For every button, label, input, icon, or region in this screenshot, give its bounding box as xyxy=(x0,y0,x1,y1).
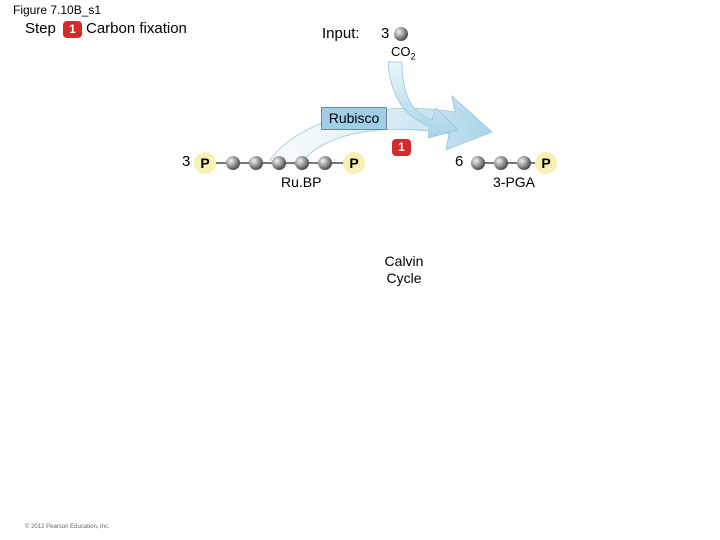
step-word: Step xyxy=(25,20,56,37)
input-label: Input: xyxy=(322,25,360,42)
rubp-carbon-atom xyxy=(272,156,286,170)
co2-molecule: CO xyxy=(391,44,411,59)
co2-formula: CO2 xyxy=(391,44,416,62)
rubp-carbon-atom xyxy=(318,156,332,170)
figure-title: Figure 7.10B_s1 xyxy=(13,3,102,17)
pga-carbon-atom xyxy=(517,156,531,170)
co2-input-arrow xyxy=(387,61,459,139)
co2-count: 3 xyxy=(381,25,390,42)
rubp-phosphate-left: P xyxy=(194,152,216,174)
calvin-label-line1: Calvin xyxy=(384,253,424,269)
rubp-carbon-atom xyxy=(249,156,263,170)
copyright-notice: © 2012 Pearson Education, Inc. xyxy=(25,524,110,530)
calvin-cycle-label: Calvin Cycle xyxy=(372,253,436,287)
co2-subscript: 2 xyxy=(410,51,416,62)
rubp-carbon-atom xyxy=(295,156,309,170)
pga-count: 6 xyxy=(455,153,464,170)
rubp-carbon-atom xyxy=(226,156,240,170)
pga-carbon-atom xyxy=(494,156,508,170)
pga-carbon-atom xyxy=(471,156,485,170)
step-name: Carbon fixation xyxy=(86,20,187,37)
rubp-phosphate-right: P xyxy=(343,152,365,174)
pga-name: 3-PGA xyxy=(493,174,536,190)
cycle-step-badge: 1 xyxy=(392,139,411,156)
co2-carbon-atom xyxy=(394,27,408,41)
rubisco-enzyme-label: Rubisco xyxy=(321,107,387,130)
step-number-badge: 1 xyxy=(63,21,82,38)
rubp-name: Ru.BP xyxy=(281,174,322,190)
calvin-label-line2: Cycle xyxy=(386,270,422,286)
rubp-count: 3 xyxy=(182,153,191,170)
pga-phosphate: P xyxy=(535,152,557,174)
